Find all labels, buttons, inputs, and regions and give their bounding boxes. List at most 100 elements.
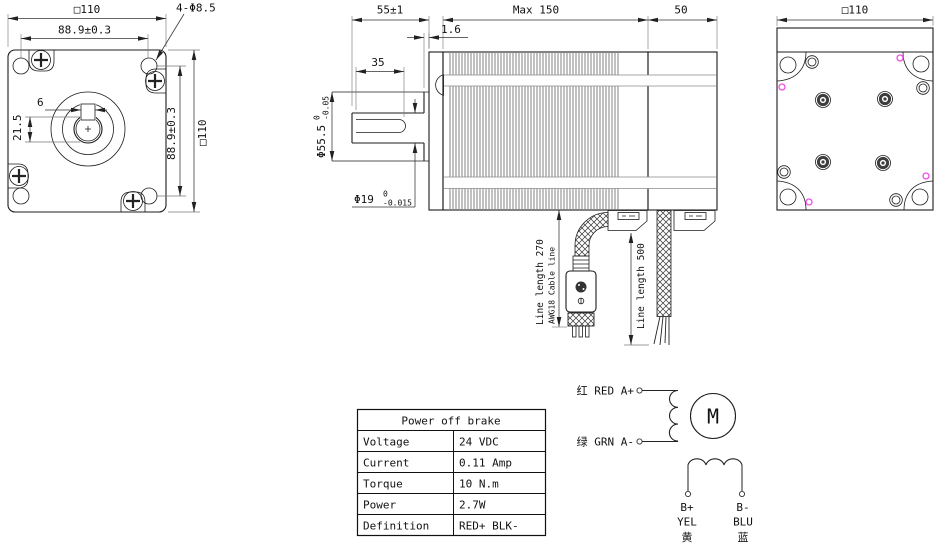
motor-symbol — [689, 392, 737, 440]
cable-gland — [607, 210, 648, 231]
cable-rear-length-label: Line length 500 — [636, 243, 647, 329]
dim-key-height: 21.5 — [11, 115, 24, 142]
row-label: Torque — [363, 478, 403, 491]
dim-square-width: □110 — [74, 3, 101, 16]
row-value: 10 N.m — [459, 478, 499, 491]
pocket-bottom-left — [8, 163, 29, 189]
rear-outline — [776, 27, 934, 211]
mount-hole — [779, 56, 797, 74]
dim-shaft-length: 55±1 — [377, 4, 404, 17]
rear-housing — [647, 51, 718, 211]
washer-screw-icon — [777, 165, 791, 179]
phillips-screw-icon — [31, 50, 51, 70]
row-label: Voltage — [363, 436, 409, 449]
rear-cable — [653, 210, 672, 346]
row-label: Power — [363, 499, 396, 512]
row-label: Definition — [363, 520, 429, 533]
dim-key-length: 35 — [371, 56, 384, 69]
phase-a-neg-label: 绿 GRN A- — [577, 435, 634, 449]
front-cable — [565, 212, 609, 338]
dim-pilot-dia-group: Φ55.5 0 -0.05 — [313, 96, 331, 158]
dim-bolt-pitch-h: 88.9±0.3 — [58, 24, 111, 37]
rear-view: □110 — [776, 4, 934, 211]
pin-hole-marker — [778, 83, 786, 91]
pocket-top-left — [28, 50, 55, 72]
table-row: Power 2.7W — [363, 499, 486, 512]
corner-ear — [776, 51, 807, 82]
corner-ear — [776, 180, 807, 211]
socket-screw-icon — [877, 91, 893, 107]
washer-screw-icon — [805, 55, 819, 69]
socket-screw-icon — [875, 155, 891, 171]
connector-plug — [565, 255, 597, 338]
cable-front-note-label: AWG18 Cable line — [548, 247, 557, 324]
row-value: 24 VDC — [459, 436, 499, 449]
front-view-dimensions: □110 88.9±0.3 4-Φ8.5 6 21.5 88.9±0.3 □11 — [7, 2, 216, 213]
socket-screw-icon — [815, 92, 831, 108]
dim-pilot-tol-upper: 0 — [313, 115, 322, 120]
washer-screw-icon — [916, 81, 930, 95]
surface-finish-symbol — [435, 74, 444, 96]
dim-shaft-tol-upper: 0 — [383, 190, 388, 199]
mount-hole — [912, 55, 930, 73]
dim-rear-length: 50 — [674, 4, 687, 17]
socket-screw-icon — [815, 154, 831, 170]
corner-ear — [903, 180, 934, 211]
tie-rod-bands — [444, 74, 716, 189]
pin-hole-marker — [805, 198, 813, 206]
row-value: 2.7W — [459, 499, 486, 512]
dim-shaft-dia-group: Φ19 0 -0.015 — [354, 190, 412, 208]
table-title: Power off brake — [401, 415, 500, 428]
phase-b-neg-color: BLU — [733, 516, 753, 529]
wire-ends — [653, 316, 670, 346]
cable-gland — [673, 210, 716, 231]
dim-key-width: 6 — [37, 96, 44, 109]
corner-ear — [902, 51, 934, 82]
shaft — [351, 112, 424, 144]
pin-hole-marker — [896, 54, 904, 62]
dim-mount-holes: 4-Φ8.5 — [176, 2, 216, 15]
phase-a-pos-label: 红 RED A+ — [577, 385, 635, 398]
row-label: Current — [363, 457, 409, 470]
motor-letter: M — [707, 405, 719, 429]
dim-bolt-pitch-v: 88.9±0.3 — [165, 107, 178, 160]
side-view-dimensions: 55±1 Max 150 50 1.6 35 Φ55.5 0 -0.05 — [313, 4, 718, 346]
dim-shaft-dia: Φ19 — [354, 193, 374, 206]
phase-b-pos-color: YEL — [677, 516, 697, 529]
mount-hole — [12, 57, 30, 75]
front-face-outline — [7, 49, 167, 213]
phase-b-neg-cn: 蓝 — [738, 531, 749, 544]
phase-b-pos-label: B+ — [680, 501, 694, 514]
table-row: Torque 10 N.m — [363, 478, 499, 491]
wiring-diagram: 红 RED A+ 绿 GRN A- M B+ YEL 黄 B- BLU 蓝 — [577, 385, 753, 545]
phase-b-coil-icon — [687, 458, 743, 466]
front-view: □110 88.9±0.3 4-Φ8.5 6 21.5 88.9±0.3 □11 — [7, 2, 216, 213]
phillips-screw-icon — [9, 166, 29, 186]
dim-pilot-dia: Φ55.5 — [315, 125, 328, 158]
table-row: Voltage 24 VDC — [363, 436, 499, 449]
dim-square-height: □110 — [196, 120, 209, 147]
dim-pilot-tol-lower: -0.05 — [322, 96, 331, 120]
phase-b-pos-cn: 黄 — [682, 530, 693, 544]
terminal — [636, 438, 643, 445]
terminal — [636, 387, 643, 394]
table-row: Current 0.11 Amp — [363, 457, 512, 470]
table-row: Definition RED+ BLK- — [363, 520, 519, 533]
shaft-keyway — [356, 119, 406, 133]
pocket-top-right — [145, 68, 166, 94]
terminal — [685, 490, 692, 497]
mount-hole — [779, 188, 797, 206]
dim-pilot-step: 1.6 — [441, 23, 461, 36]
spec-table: Power off brake Voltage 24 VDC Current 0… — [356, 408, 547, 537]
washer-screw-icon — [889, 193, 903, 207]
phillips-screw-icon — [123, 191, 143, 211]
pilot-boss-outline — [332, 91, 429, 162]
cable-front-length-label: Line length 270 — [535, 239, 546, 325]
phase-a-coil-icon — [668, 389, 679, 442]
row-value: 0.11 Amp — [459, 457, 512, 470]
pin-hole-marker — [922, 172, 930, 180]
pocket-bottom-right — [120, 191, 146, 212]
dim-shaft-tol-lower: -0.015 — [383, 199, 412, 208]
